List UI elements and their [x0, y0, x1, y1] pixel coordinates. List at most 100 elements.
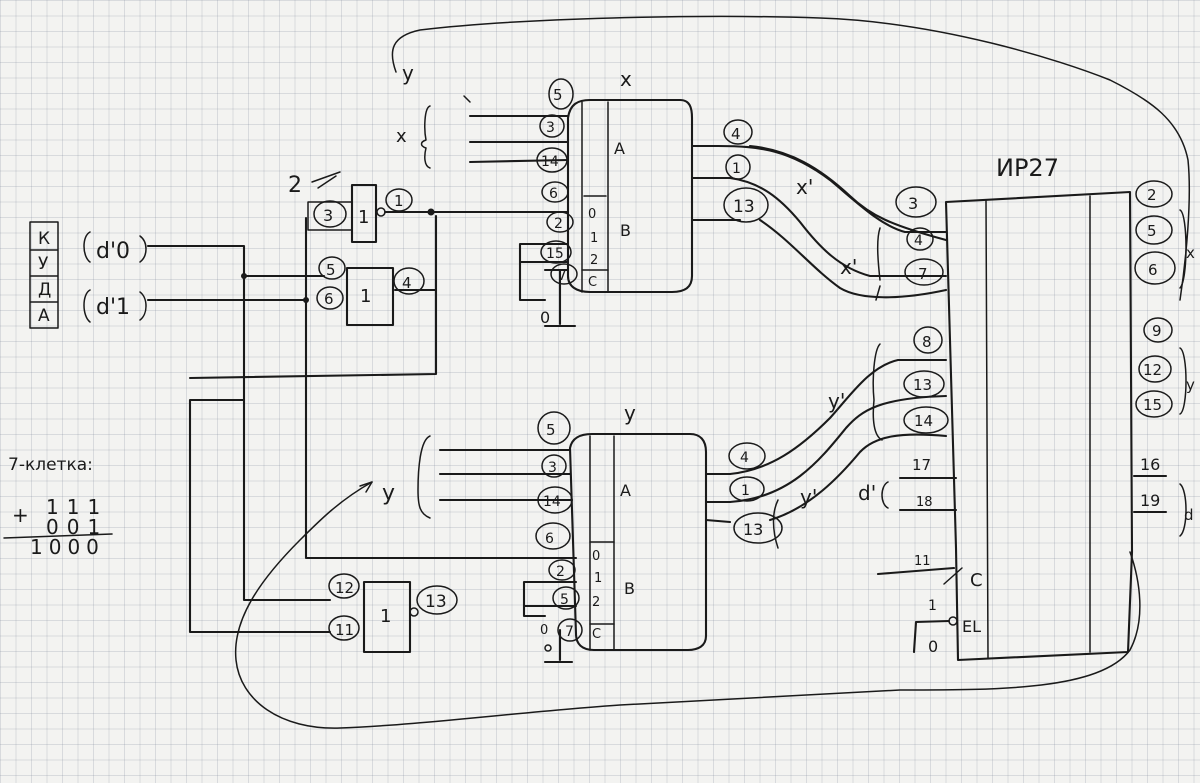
- mux-bottom-out-pin: 4: [740, 450, 749, 466]
- mux-top-out-pin: 13: [733, 197, 755, 217]
- register-left-pin: 18: [916, 495, 933, 510]
- register-left-pin: 4: [914, 233, 923, 249]
- gate-bottom-in-pin: 12: [335, 579, 354, 597]
- mux-bottom-sel: 1: [594, 571, 602, 586]
- mux-top-in-pin: 14: [541, 154, 559, 170]
- return-loops: [234, 15, 1191, 729]
- register-out-label: y: [1186, 376, 1195, 394]
- register-out-label: x: [1186, 244, 1195, 262]
- register-bus-label: y': [828, 389, 845, 413]
- mux-bottom-sel: 2: [592, 595, 600, 610]
- gate-mid-in-pin: 6: [324, 290, 334, 308]
- register-left-pin: 7: [918, 265, 928, 283]
- mux-bottom-title: y: [624, 401, 636, 425]
- mux-top-field-b: B: [620, 221, 631, 240]
- gate-top-label: 2: [288, 173, 302, 198]
- register-left-pin: 17: [912, 456, 931, 474]
- register-ctrl-label-el: EL: [962, 617, 981, 636]
- register-right-pin: 6: [1148, 261, 1158, 279]
- mux-top-input-label: y: [402, 61, 414, 85]
- left-wires: [146, 208, 547, 634]
- mux-top-sel-pin: 7: [558, 268, 567, 284]
- mux-bottom-in-pin: 5: [546, 421, 556, 439]
- register-bus-label: d': [858, 481, 876, 505]
- mux-bottom-sel-pin: 5: [560, 592, 569, 608]
- register-ctrl-label-c: C: [970, 570, 983, 591]
- register-title: ИР27: [996, 154, 1059, 182]
- mux-top-out-pin: 1: [732, 161, 741, 177]
- gate-bottom: 1 13 12 11: [328, 573, 458, 654]
- mux-top-bus-label: x: [396, 126, 407, 147]
- gate-mid-out-pin: 4: [402, 274, 412, 292]
- mux-top-in-pin: 3: [546, 120, 555, 136]
- mux-top-ground: 0: [540, 308, 550, 327]
- note-sum: 1000: [30, 535, 105, 559]
- note-title: 7-клетка:: [8, 455, 93, 475]
- signal-d1: d'1: [96, 295, 130, 320]
- gate-bottom-in-pin: 11: [335, 621, 354, 639]
- signal-d0: d'0: [96, 239, 130, 264]
- mux-bottom-sel: C: [592, 627, 601, 642]
- register-right-pin: 15: [1143, 396, 1162, 414]
- mux-bottom-sel: 0: [592, 549, 600, 564]
- register-right-pin: 2: [1147, 186, 1157, 204]
- mux-bottom-in-pin: 14: [543, 494, 561, 510]
- table-letter: К: [38, 229, 50, 249]
- mux-bottom-sel-pin: 7: [565, 624, 574, 640]
- gate-bottom-symbol: 1: [380, 606, 391, 627]
- mux-bottom-input-label: y: [382, 481, 395, 506]
- register-bus-label: x': [796, 175, 813, 199]
- gate-mid-symbol: 1: [360, 286, 371, 307]
- mux-bottom-field-a: A: [620, 481, 631, 500]
- mux-top-out-pin: 4: [731, 125, 741, 143]
- mux-top-sel: 2: [590, 253, 598, 268]
- mux-top-title: x: [620, 67, 632, 91]
- mux-top-sel: 0: [588, 207, 596, 222]
- mux-top-sel-pin: 15: [546, 246, 564, 262]
- register-ctrl-pin: 1: [928, 598, 937, 614]
- register: ИР27 3 4 7 8 13 14 17 18 11 C 1 EL 0 2 5…: [796, 154, 1195, 662]
- mux-top: A B 0 1 2 C x x y 5 3 14 6 2 15 7 0 4: [396, 61, 769, 328]
- bus-curves: [716, 144, 948, 549]
- mux-top-field-a: A: [614, 139, 625, 158]
- gate-top-in-pin: 3: [323, 206, 333, 225]
- register-right-pin: 16: [1140, 455, 1160, 474]
- table-letter: Д: [38, 280, 51, 300]
- mux-bottom-field-b: B: [624, 579, 635, 598]
- mux-bottom-sel-pin: 6: [545, 531, 554, 547]
- mux-top-in-pin: 5: [553, 86, 563, 104]
- arithmetic-note: 7-клетка: + 111 001 1000: [3, 455, 113, 559]
- note-row1: 111: [46, 495, 108, 519]
- note-op: +: [12, 503, 29, 527]
- register-right-pin: 9: [1152, 322, 1162, 340]
- gate-top-out-pin: 1: [394, 192, 404, 210]
- register-right-pin: 19: [1140, 491, 1160, 510]
- mux-bottom-ground: 0: [540, 623, 548, 638]
- mux-top-sel-pin: 6: [549, 186, 558, 202]
- mux-top-sel-pin: 2: [554, 216, 563, 232]
- mux-bottom: A B 0 1 2 C y y 5 3 14 6 2 5 7 0 4 1: [382, 401, 783, 664]
- register-left-pin: 3: [908, 194, 918, 213]
- gate-mid-in-pin: 5: [326, 261, 336, 279]
- register-left-pin: 13: [913, 376, 932, 394]
- mux-top-sel: 1: [590, 231, 598, 246]
- register-out-label: d: [1184, 506, 1194, 524]
- table-letter: А: [38, 306, 50, 326]
- register-left-pin: 14: [914, 412, 933, 430]
- register-left-pin: 8: [922, 333, 932, 351]
- side-table: К У Д А d'0 d'1: [29, 221, 147, 329]
- mux-bottom-sel-pin: 2: [556, 564, 565, 580]
- mux-top-sel: C: [588, 275, 597, 290]
- mux-bottom-out-pin: 1: [741, 483, 750, 499]
- mux-bottom-out-pin: 13: [743, 520, 763, 539]
- register-right-pin: 5: [1147, 222, 1157, 240]
- gate-top-symbol: 1: [358, 207, 369, 228]
- register-right-pin: 12: [1143, 361, 1162, 379]
- gate-mid: 1 4 5 6: [316, 256, 425, 327]
- gate-top: 1 1 3 2: [288, 171, 547, 244]
- table-letter: У: [38, 254, 49, 274]
- mux-bottom-in-pin: 3: [548, 460, 557, 476]
- register-ground: 0: [928, 637, 938, 656]
- gate-bottom-out-pin: 13: [425, 592, 447, 612]
